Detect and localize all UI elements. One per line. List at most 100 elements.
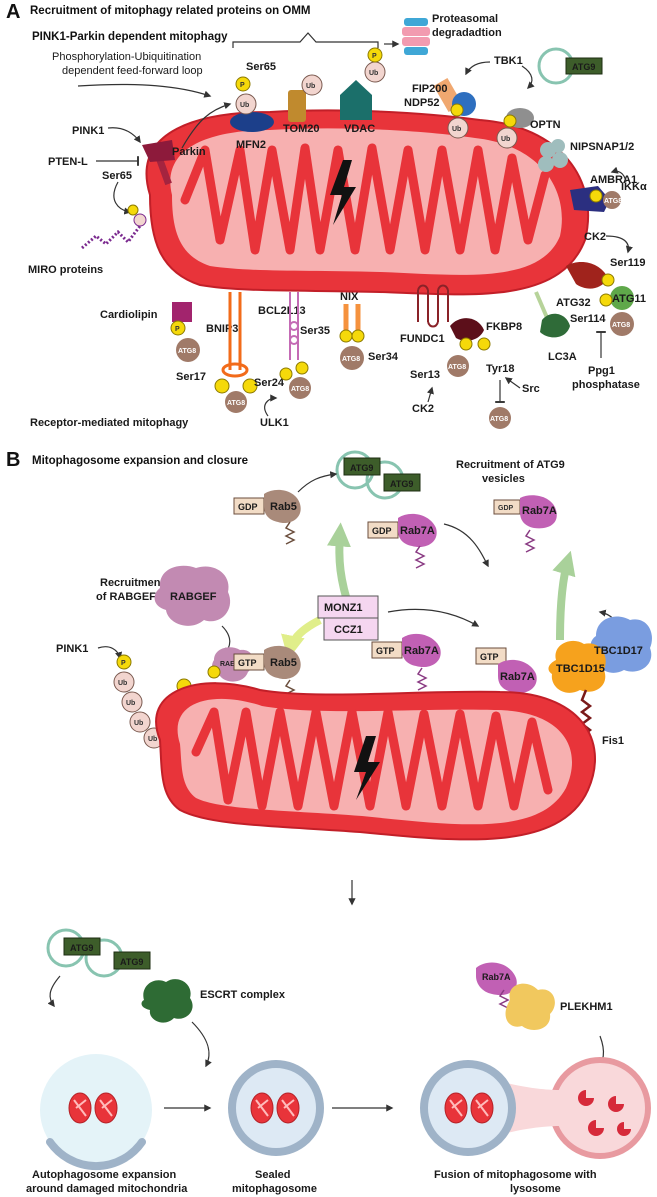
fusion-caption-2: lysosome [510,1183,561,1195]
panel-b-letter: B [6,449,20,471]
atg9-glyph: ATG9 [120,957,143,967]
rabgef-recruit-line1: Recruitment [100,577,165,589]
plekhm1-icon [476,962,555,1030]
atg9-recruit-line2: vesicles [482,473,525,485]
fip200-label: FIP200 [412,83,447,95]
sealed-caption-2: mitophagosome [232,1183,317,1195]
ambra1-label: AMBRA1 [590,174,637,186]
proteasomal-line2: degradadtion [432,27,502,39]
miro-icon [81,204,147,250]
bcl2l13-label: BCL2L13 [258,305,306,317]
rab7a-mid-label: Rab7A [400,525,435,537]
pink1-b-arrow [97,646,123,660]
tbk1-arrow-left [465,61,491,76]
ndp52-label: NDP52 [404,97,439,109]
ub-glyph: Ub [118,680,127,687]
feed-forward-line1: Phosphorylation-Ubiquitination [52,51,201,63]
ikka-arrow [610,166,627,183]
panel-b-heading: Mitophagosome expansion and closure [32,455,248,467]
fusion-stage [420,1057,651,1159]
ccz1-label: CCZ1 [334,624,363,636]
gtp-glyph: GTP [480,652,499,662]
ser34-label: Ser34 [368,351,399,363]
atg9-to-phagophore-arrow [47,975,61,1008]
nipsnap-label: NIPSNAP1/2 [570,141,634,153]
atg8-glyph: ATG8 [612,322,630,329]
atg8-glyph: ATG8 [604,198,622,205]
gtp-glyph: GTP [238,658,257,668]
tom20-label: TOM20 [283,123,319,135]
mitochondrion-a [145,109,590,296]
tbk1-arrow-right [521,65,535,90]
pink1-arrow [107,127,141,144]
escrt-arrow [191,1021,212,1068]
ck2-bottom-arrow [426,386,434,403]
mfn2-icon: Ub P [230,76,274,132]
ub-glyph: Ub [126,700,135,707]
atg9-vesicles-bottom: ATG9 ATG9 [46,928,151,978]
atg9-recruit-line1: Recruitment of ATG9 [456,459,565,471]
p-glyph: P [121,660,126,667]
rab7a-gdp-mid-icon: GDP [367,513,437,569]
parkin-to-mfn2-arrow [181,102,232,149]
p-glyph: P [175,326,180,333]
pink1-to-miro-arrow [113,181,132,215]
ser114-label: Ser114 [570,313,606,325]
src-label: Src [522,383,540,395]
expansion-caption-2: around damaged mitochondria [26,1183,188,1195]
plekhm1-label: PLEKHM1 [560,1001,613,1013]
panel-a: A Recruitment of mitophagy related prote… [6,1,647,429]
tbc1d17-label: TBC1D17 [594,645,643,657]
rab7a-right-label: Rab7A [522,505,557,517]
ulk1-label: ULK1 [260,417,289,429]
ub-chain-icon: P Ub Ub Ub Ub [113,654,165,749]
atg32-label: ATG32 [556,297,591,309]
rab7a-gtp-mid-icon: GTP [371,633,441,691]
gtp-glyph: GTP [376,646,395,656]
ambra1-icon: ATG8 [570,186,622,212]
optn-label: OPTN [530,119,561,131]
ser119-label: Ser119 [610,257,645,269]
rab5-bottom-label: Rab5 [270,657,297,669]
p-glyph: P [240,82,245,89]
pink1-label-a: PINK1 [72,125,104,137]
ser65-top-label: Ser65 [246,61,276,73]
tom20-icon: Ub [288,74,323,122]
ser13-label: Ser13 [410,369,440,381]
panel-b: B Mitophagosome expansion and closure Re… [6,449,652,1195]
miro-label: MIRO proteins [28,264,103,276]
atg11-label: ATG11 [612,293,646,305]
free-atg8-icon: ATG8 [489,407,511,429]
ikka-label: IKKα [621,181,647,193]
atg9-glyph: ATG9 [572,62,595,72]
fundc1-partner-icon: ATG8 [447,318,491,377]
atg8-glyph: ATG8 [178,348,196,355]
atg9-vesicles-top: ATG9 ATG9 [335,450,421,500]
rabgef-icon [154,565,231,626]
src-arrow [504,377,521,389]
phagophore-stage [40,1054,152,1171]
ccz1-box [323,617,379,641]
pten-l-label: PTEN-L [48,156,88,168]
optn-icon: Ub [496,108,534,149]
sealed-stage [228,1060,324,1156]
atg8-glyph: ATG8 [448,364,466,371]
bnip3-icon: ATG8 [214,292,258,413]
rab7a-gtp-mid-label: Rab7A [404,645,439,657]
fkbp8-label: FKBP8 [486,321,522,333]
rab7a-plekhm1-label: Rab7A [482,972,511,982]
ulk1-arrow [264,394,278,417]
atg8-glyph: ATG8 [291,386,309,393]
ccz1-to-rab7a-arrow [387,608,480,627]
ck2-bottom-label: CK2 [412,403,434,415]
gdp-glyph: GDP [238,502,258,512]
fusion-caption-1: Fusion of mitophagosome with [434,1169,597,1181]
bnip3-label: BNIP3 [206,323,238,335]
atg8-glyph: ATG8 [490,416,508,423]
rab5-gdp-icon: GDP [233,489,301,545]
expansion-caption-1: Autophagosome expansion [32,1169,177,1181]
rab7a-mid-to-right-arrow [443,523,489,568]
vdac-label: VDAC [344,123,375,135]
p-glyph: P [372,53,377,60]
